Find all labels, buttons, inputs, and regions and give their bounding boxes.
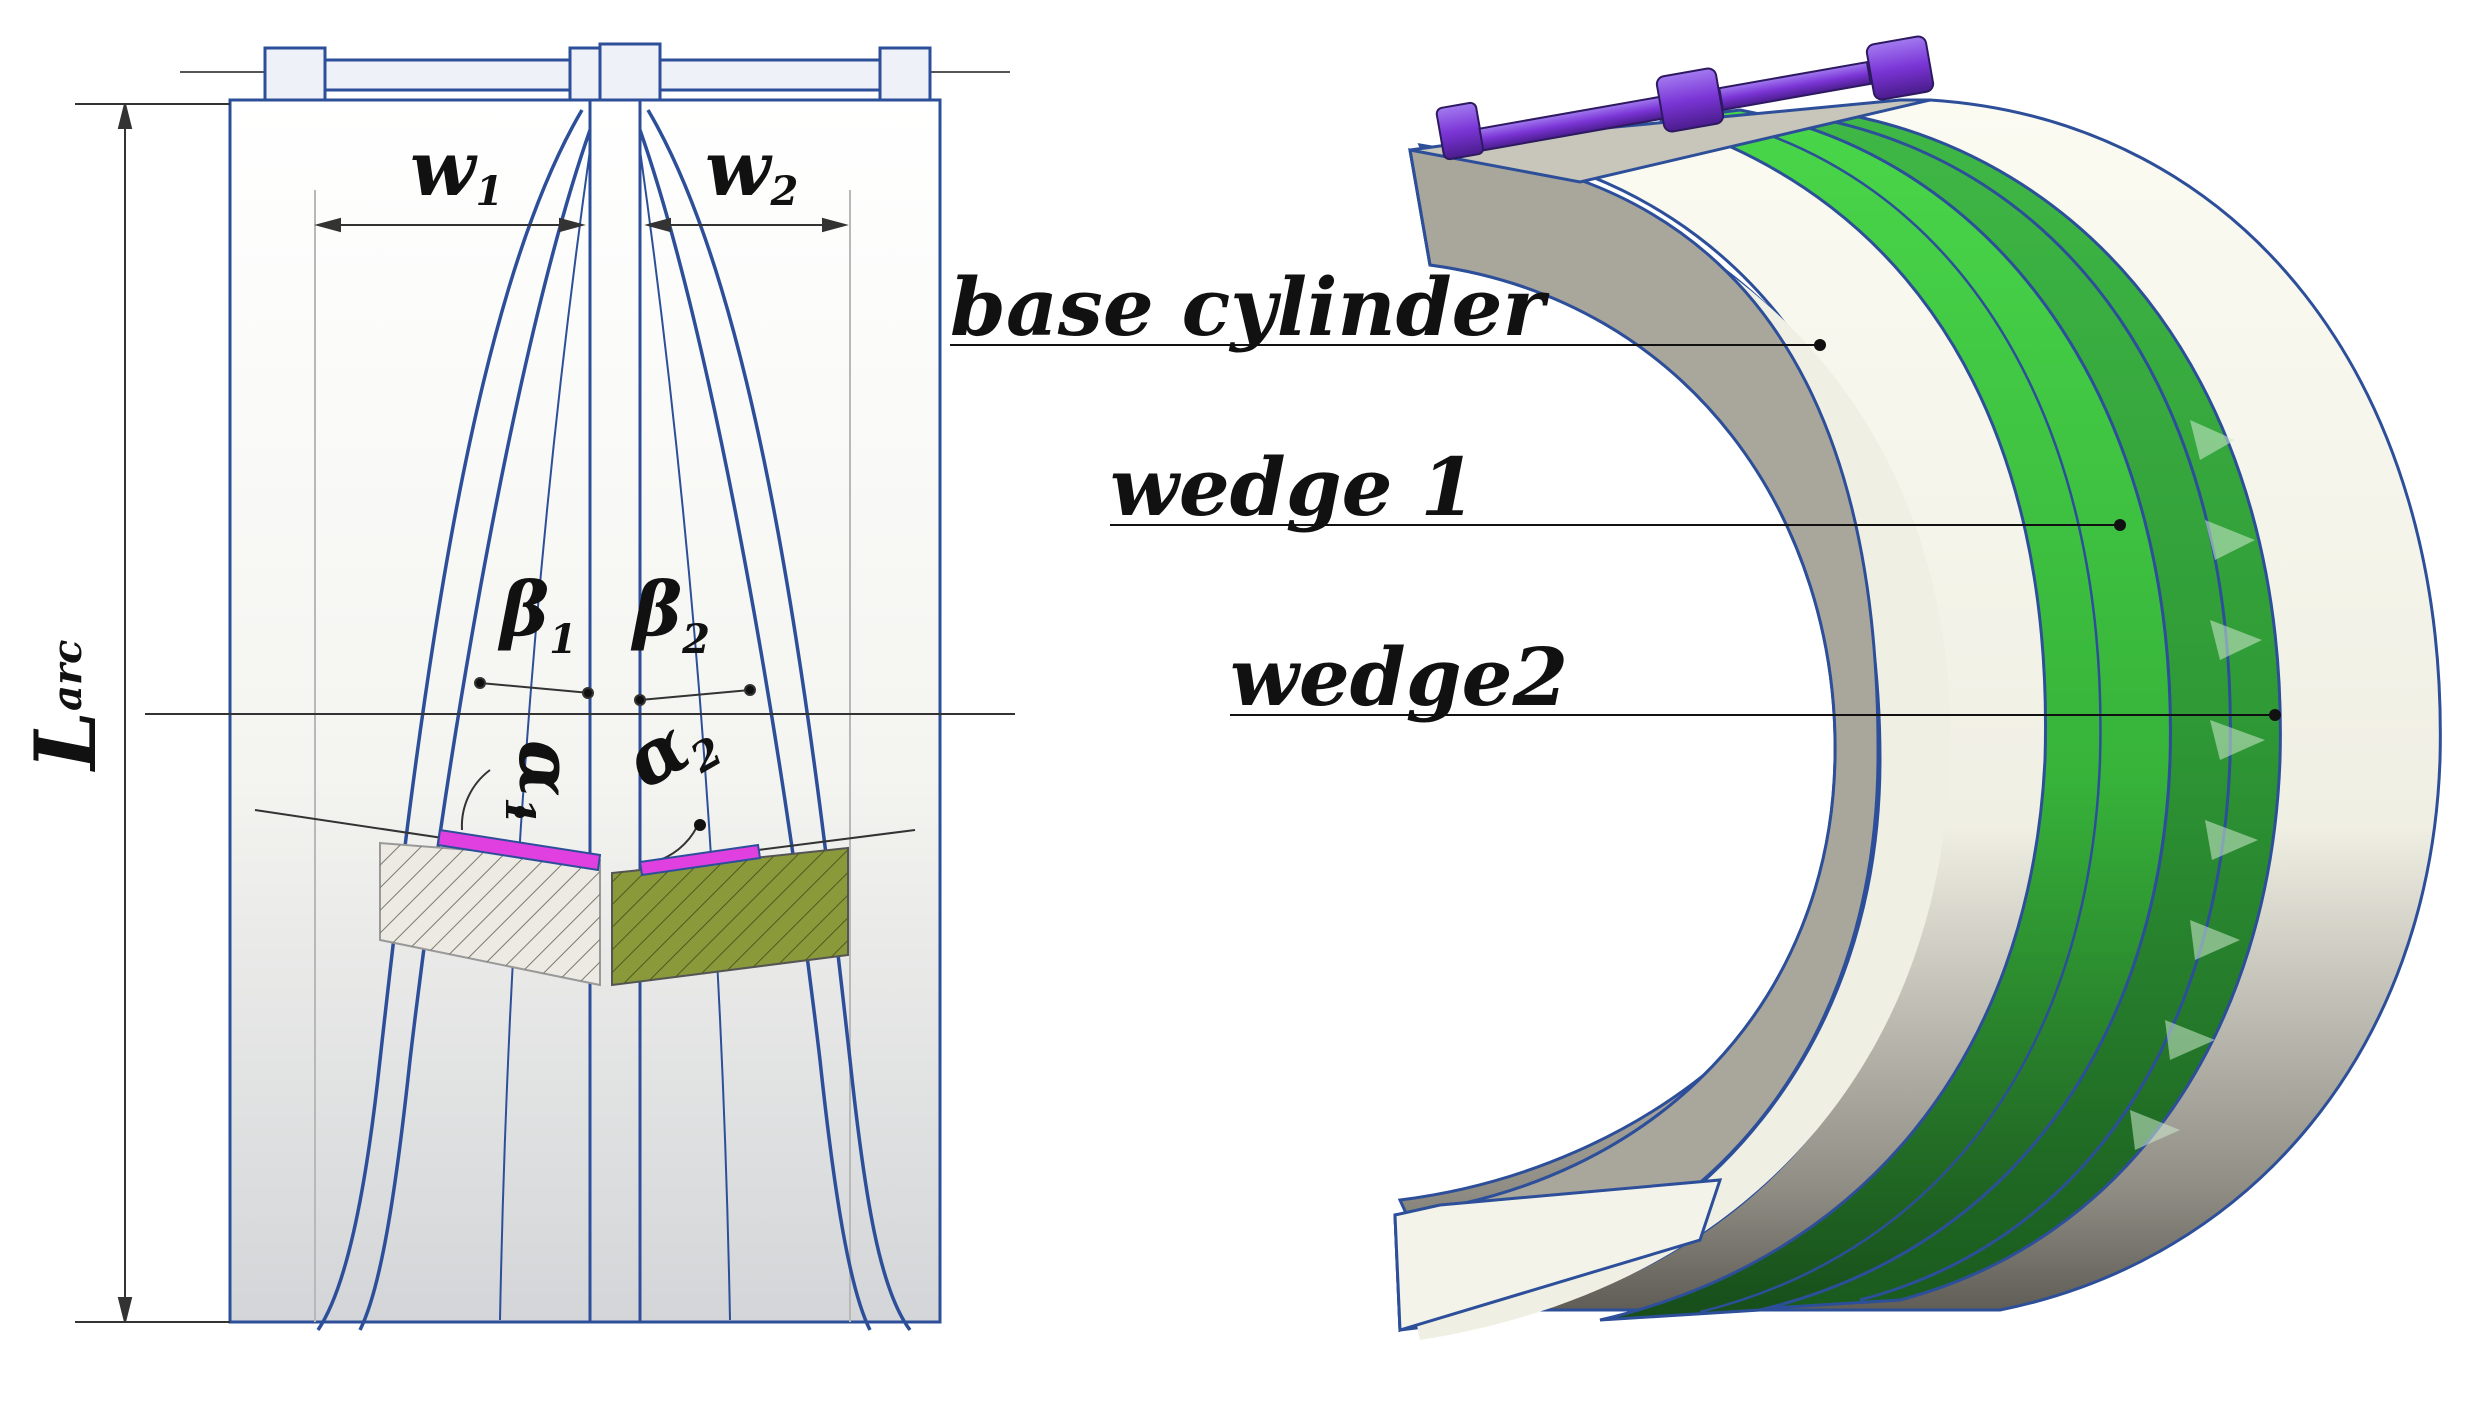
bottom-cut-plane: [1393, 1178, 1723, 1332]
beta2-label: β2: [630, 567, 710, 663]
w2-label: w2: [705, 124, 798, 215]
beta1-label: β1: [497, 567, 577, 663]
purple-shaft: [1435, 35, 1935, 161]
larc-label: Larc: [16, 640, 115, 772]
top-shaft: [263, 42, 932, 104]
svg-text:wedge 1: wedge 1: [1110, 440, 1476, 534]
callout-wedge-1: wedge 1: [1110, 440, 2126, 534]
svg-text:wedge2: wedge2: [1230, 630, 1568, 724]
left-view: w1 w2 Larc β1 β2 α1 α2: [16, 42, 1015, 1332]
callout-base-cylinder: base cylinder: [950, 260, 1826, 354]
w-dimension-lines: [314, 217, 849, 233]
callout-wedge-2: wedge2: [1230, 630, 2281, 724]
wedge1-band: [1599, 108, 2172, 1322]
svg-text:base cylinder: base cylinder: [950, 260, 1550, 354]
alpha1-label: α1: [496, 740, 588, 825]
beta-angle-lines: [474, 677, 756, 706]
larc-dimension: [75, 103, 230, 1323]
right-view: base cylinder wedge 1 wedge2: [950, 35, 2442, 1340]
w1-label: w1: [410, 124, 503, 215]
right-magenta-strip: [638, 843, 762, 877]
left-magenta-strip: [436, 828, 602, 872]
wedge2-facets: [2130, 420, 2265, 1150]
